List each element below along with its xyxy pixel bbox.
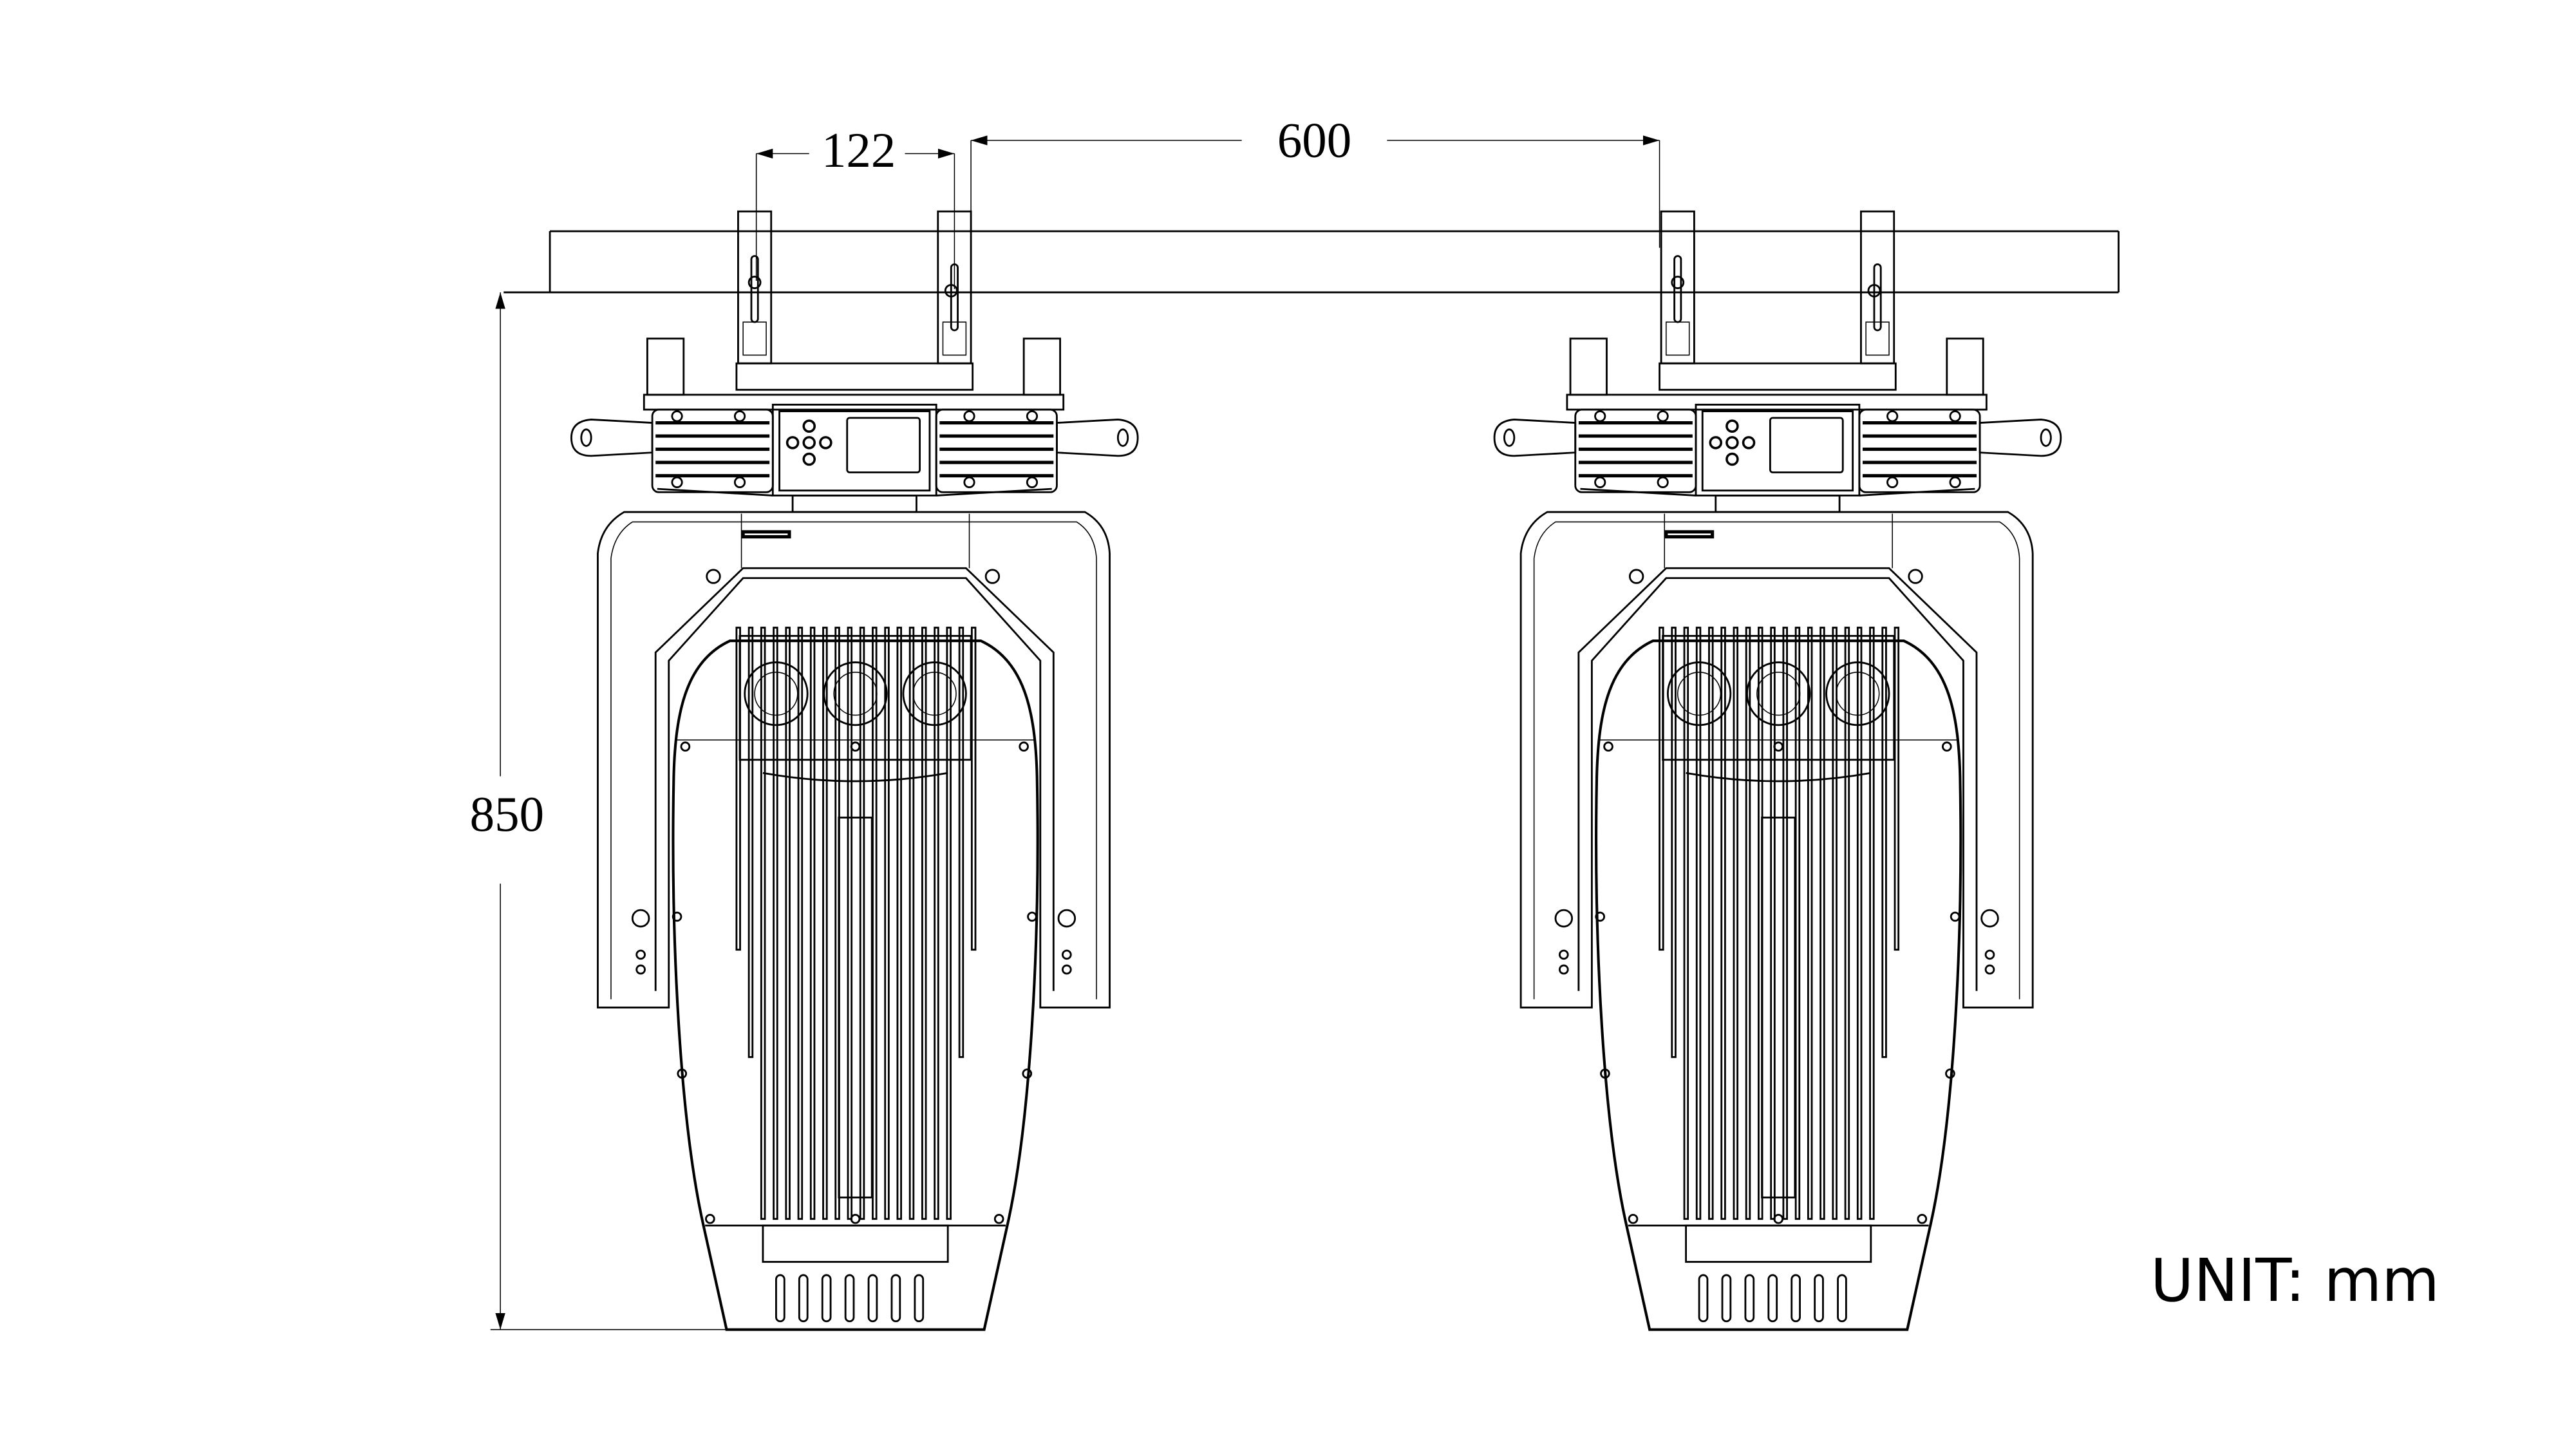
moving-head-fixture-left [571, 211, 1138, 1329]
dimension-fixture-spacing: 600 [970, 113, 1660, 248]
moving-head-fixture-right [1494, 211, 2061, 1329]
truss-bar [503, 230, 2120, 294]
dimension-label-122: 122 [822, 122, 896, 178]
unit-label: UNIT: mm [2150, 1246, 2440, 1315]
dimension-label-600: 600 [1277, 113, 1351, 168]
dimension-label-850: 850 [470, 786, 544, 842]
dimension-clamp-spacing: 122 [755, 122, 955, 289]
dimension-height: 850 [470, 292, 727, 1331]
